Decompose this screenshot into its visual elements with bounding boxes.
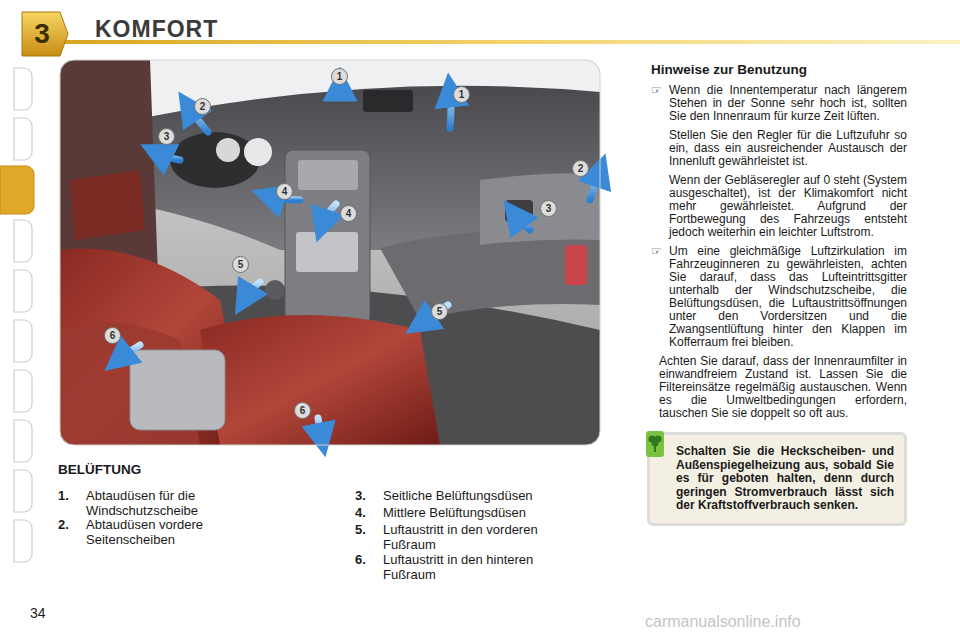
callout-number: 1 (337, 72, 343, 82)
callout-bubble: 2 (572, 160, 589, 177)
notes-column: Hinweise zur Benutzung ☞ Wenn die Innentem… (651, 62, 907, 526)
callout-bubble: 4 (276, 183, 293, 200)
callout-number: 1 (459, 90, 465, 100)
callout-bubble: 3 (158, 128, 175, 145)
note-paragraph: Wenn der Gebläseregler auf 0 steht (Syst… (669, 174, 907, 239)
note-paragraph: Wenn die Innentemperatur nach längerem S… (669, 84, 907, 123)
page-number: 34 (30, 606, 70, 621)
callout-number: 2 (200, 102, 206, 112)
bullet-item: ☞ Um eine gleichmäßige Luftzirkulation im… (651, 245, 907, 349)
callout-number: 3 (546, 204, 552, 214)
callout-bubble: 4 (340, 205, 357, 222)
chapter-badge-shape (22, 12, 68, 56)
callout-number: 5 (238, 260, 244, 270)
callout-bubble: 1 (331, 68, 348, 85)
item-text: Luftaustritt in den hinteren Fußraum (383, 552, 573, 582)
callout-bubble: 2 (194, 98, 211, 115)
eco-pin-icon (644, 429, 666, 459)
note-paragraph: Stellen Sie den Regler für die Luftzufuh… (669, 129, 907, 168)
callout-number: 4 (282, 187, 288, 197)
note-paragraph: Um eine gleichmäßige Luftzirkulation im … (669, 245, 907, 349)
chapter-badge: 3 (22, 12, 62, 56)
callout-number: 6 (300, 406, 306, 416)
item-number: 2. (58, 517, 83, 532)
watermark: carmanualsonline.info (645, 614, 945, 629)
item-text: Luftaustritt in den vorderen Fußraum (383, 522, 573, 552)
page-tabs (14, 68, 32, 562)
tip-text: Schalten Sie die Heckscheiben- und Außen… (676, 445, 894, 513)
item-text: Seitliche Belüftungsdüsen (383, 488, 583, 503)
callout-bubble: 5 (232, 256, 249, 273)
item-number: 6. (355, 552, 380, 567)
callout-number: 6 (110, 331, 116, 341)
item-number: 4. (355, 505, 380, 520)
item-number: 3. (355, 488, 380, 503)
callout-number: 2 (578, 164, 584, 174)
active-tab (0, 166, 34, 214)
item-text: Abtaudüsen vordere Seitenscheiben (86, 517, 236, 547)
chapter-number: 3 (34, 18, 50, 50)
callout-bubble: 5 (431, 303, 448, 320)
notes-heading: Hinweise zur Benutzung (651, 62, 907, 78)
airflow-arrows (118, 84, 600, 440)
item-text: Abtaudüsen für die Windschutzscheibe (86, 488, 236, 518)
callout-number: 3 (164, 132, 170, 142)
section-heading: BELÜFTUNG (58, 462, 258, 477)
callout-bubble: 6 (104, 327, 121, 344)
note-paragraph: Achten Sie darauf, dass der Innenraumfil… (651, 355, 907, 420)
bullet-symbol: ☞ (651, 245, 662, 258)
bullet-item: ☞ Wenn die Innentemperatur nach längerem … (651, 84, 907, 239)
callout-bubble: 1 (453, 86, 470, 103)
callout-number: 4 (346, 209, 352, 219)
item-text: Mittlere Belüftungsdüsen (383, 505, 583, 520)
bullet-symbol: ☞ (651, 84, 662, 97)
tip-box: Schalten Sie die Heckscheiben- und Außen… (647, 432, 907, 526)
callout-number: 5 (437, 307, 443, 317)
callout-bubble: 6 (294, 402, 311, 419)
callout-bubble: 3 (540, 200, 557, 217)
page-title: KOMFORT (95, 16, 218, 43)
item-number: 1. (58, 488, 83, 503)
item-number: 5. (355, 522, 380, 537)
